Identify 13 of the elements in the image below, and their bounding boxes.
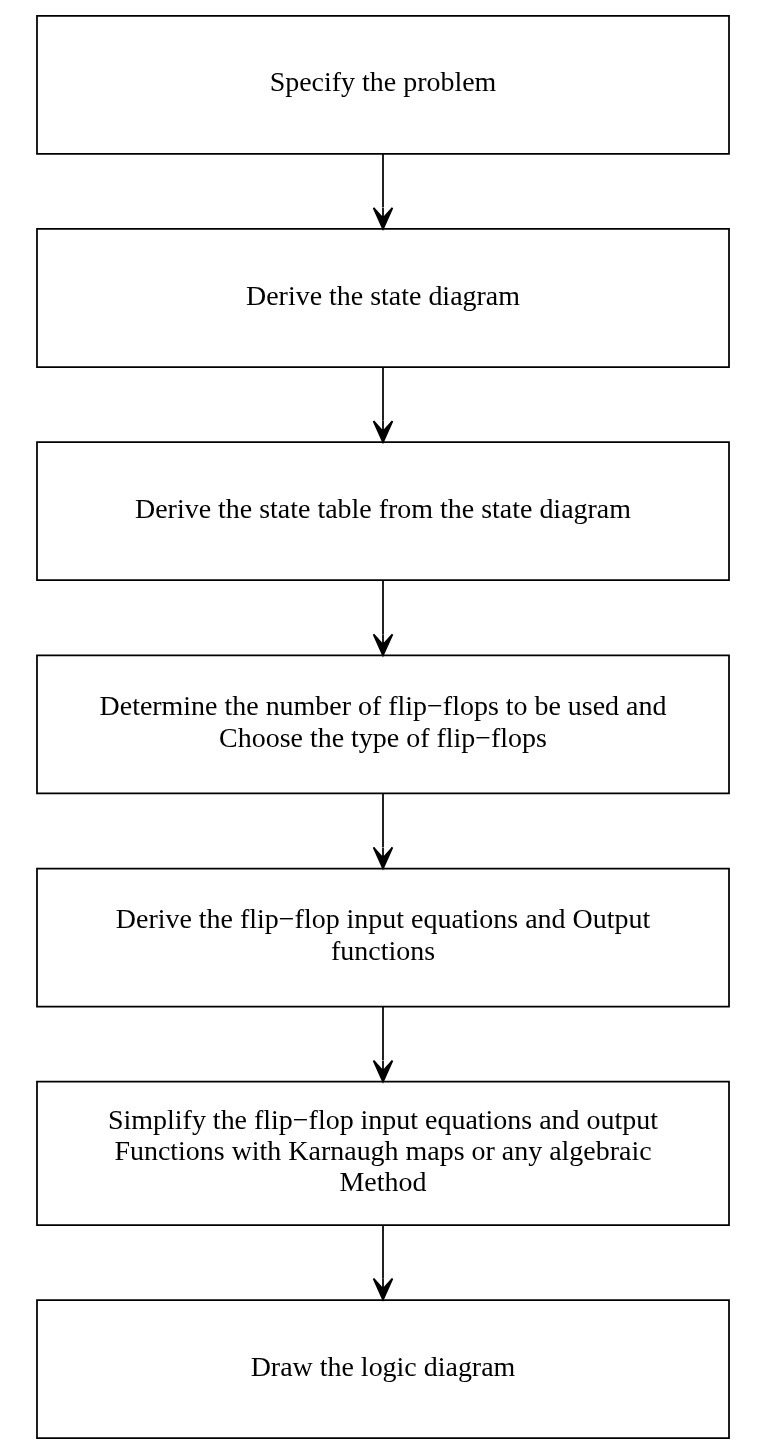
arrow (372, 1224, 393, 1301)
node-box: Specify the problem (35, 14, 730, 155)
node-box: Simplify the flip−flop input equations and output Functions with Karnaugh maps or any algebraic Method (35, 1080, 730, 1226)
arrow (372, 579, 393, 657)
arrow (372, 153, 393, 230)
node-box: Derive the state table from the state diagram (35, 441, 730, 582)
node-box: Draw the logic diagram (35, 1299, 730, 1440)
arrow (372, 366, 393, 443)
node-box: Determine the number of flip−flops to be used and Choose the type of flip−flops (35, 654, 730, 795)
node-box: Derive the flip−flop input equations and Output functions (35, 867, 730, 1008)
arrow (372, 1006, 393, 1083)
arrow (372, 792, 393, 870)
node-box: Derive the state diagram (35, 228, 730, 368)
